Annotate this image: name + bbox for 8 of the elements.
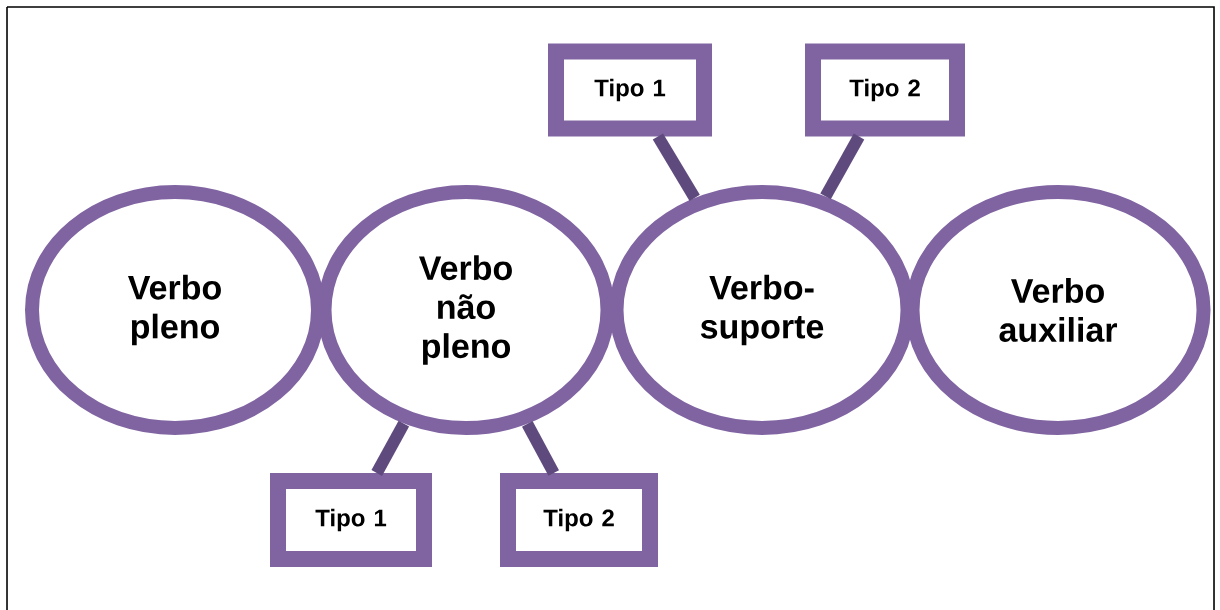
connector-line — [522, 421, 559, 476]
connector-line — [371, 420, 410, 476]
connector-line — [652, 133, 700, 201]
type-box: Tipo 2 — [805, 43, 965, 137]
type-box: Tipo 2 — [500, 473, 658, 567]
connector-line — [820, 133, 865, 200]
type-box: Tipo 1 — [548, 43, 712, 137]
type-box: Tipo 1 — [270, 473, 432, 567]
